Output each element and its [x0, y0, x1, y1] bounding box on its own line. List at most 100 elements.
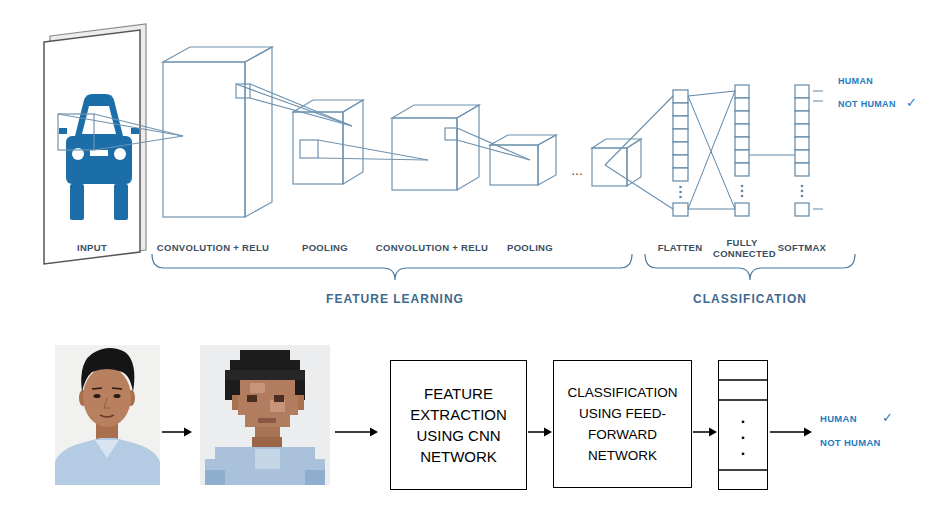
arrowhead [544, 428, 552, 437]
process-box: CLASSIFICATION USING FEED-FORWARD NETWOR… [553, 360, 692, 488]
vector-layers [795, 163, 809, 176]
car-icon [66, 136, 132, 184]
vector-dots [741, 190, 744, 193]
feature-map-wireframes [392, 105, 479, 118]
vector-dots [741, 185, 744, 188]
connector-arrow [693, 428, 717, 437]
feature-map-wireframes [343, 100, 363, 184]
dense-connections [688, 91, 735, 96]
vector-layers [673, 203, 688, 216]
feature-map-wireframes [392, 118, 457, 190]
feature-map-wireframes [457, 128, 530, 160]
flow-arrows [335, 431, 371, 433]
vector-layers [673, 129, 688, 142]
car-icon [114, 184, 128, 220]
vector-layers [673, 103, 688, 116]
pixelated-photo [305, 470, 325, 485]
pixelated-photo [225, 370, 305, 380]
pixelated-photo [250, 383, 265, 393]
feature-map-wireframes [490, 145, 538, 185]
car-icon [70, 184, 84, 220]
connector-line [528, 431, 545, 433]
vector-dots [679, 186, 682, 189]
vector-cell-dividers [718, 469, 768, 471]
node-text: . [721, 426, 765, 442]
pixelated-photo [240, 380, 295, 395]
pixelated-photo [200, 345, 330, 485]
feature-map-wireframes [605, 96, 673, 165]
pixelated-photo [245, 415, 290, 427]
node-text: CLASSIFICATION USING FEED-FORWARD NETWOR… [561, 382, 684, 466]
dense-connections [813, 91, 823, 92]
feature-map-wireframes [94, 136, 183, 150]
pixelated-photo [255, 449, 280, 469]
feature-map-wireframes [605, 165, 673, 209]
car-icon [59, 94, 139, 220]
dense-connections [749, 155, 795, 156]
vector-layers [673, 168, 688, 181]
layer-label: CONVOLUTION + RELU [376, 242, 488, 253]
vector-layers [673, 90, 688, 103]
pixelated-photo [255, 427, 280, 437]
section-label: CLASSIFICATION [693, 292, 807, 306]
vector-cell-dividers [718, 399, 768, 401]
person-photo [55, 345, 160, 485]
flow-arrows [162, 431, 185, 433]
dense-connections [688, 91, 735, 209]
vector-layers [735, 137, 749, 150]
feature-map-wireframes [627, 139, 641, 186]
section-braces [152, 254, 632, 280]
feature-map-wireframes [163, 62, 245, 217]
connector-line [693, 431, 710, 433]
vector-layers [795, 98, 809, 111]
vector-layers [735, 98, 749, 111]
flow-arrows [370, 428, 378, 437]
vector-cell-dividers [718, 379, 768, 381]
vector-dots [801, 195, 804, 198]
vector-layers [673, 155, 688, 168]
vector-layers [795, 203, 809, 216]
car-icon [59, 128, 67, 134]
vector-dots [679, 196, 682, 199]
connector-arrow [528, 428, 552, 437]
car-icon [131, 128, 139, 134]
vector-layers [735, 124, 749, 137]
feature-map-wireframes [445, 128, 457, 140]
person-photo [100, 415, 114, 417]
vector-layers [673, 116, 688, 129]
person-photo [104, 398, 110, 408]
vector-layers [735, 203, 749, 216]
class-label: HUMAN [820, 413, 857, 424]
vector-layers [735, 85, 749, 98]
vector-layers [795, 137, 809, 150]
vector-layers [735, 111, 749, 124]
process-box: FEATURE EXTRACTION USING CNN NETWORK [390, 360, 527, 490]
check-mark: ✓ [882, 410, 893, 426]
output-vector: ... [718, 360, 768, 490]
vector-layers [795, 150, 809, 163]
class-label: NOT HUMAN [838, 99, 896, 110]
vector-layers [673, 85, 809, 216]
flow-arrows [804, 428, 812, 437]
feature-map-wireframes [457, 105, 479, 190]
layer-label: INPUT [77, 242, 107, 253]
vector-cell-dividers [718, 380, 768, 470]
feature-map-wireframes [94, 114, 183, 136]
pixelated-photo [230, 360, 300, 370]
person-photo [81, 348, 134, 392]
dense-connections [813, 101, 823, 102]
vector-dots [801, 185, 804, 188]
feature-map-wireframes [300, 140, 318, 158]
person-photo [83, 367, 131, 427]
feature-map-wireframes [318, 140, 428, 160]
vector-layers [673, 142, 688, 155]
vector-layers [735, 150, 749, 163]
vector-layers [795, 111, 809, 124]
feature-map-wireframes [245, 47, 272, 217]
check-mark: ✓ [906, 95, 917, 111]
car-icon [90, 150, 108, 156]
pixelated-photo [258, 418, 276, 423]
pixelated-photo [200, 345, 330, 485]
class-label: NOT HUMAN [820, 437, 881, 448]
